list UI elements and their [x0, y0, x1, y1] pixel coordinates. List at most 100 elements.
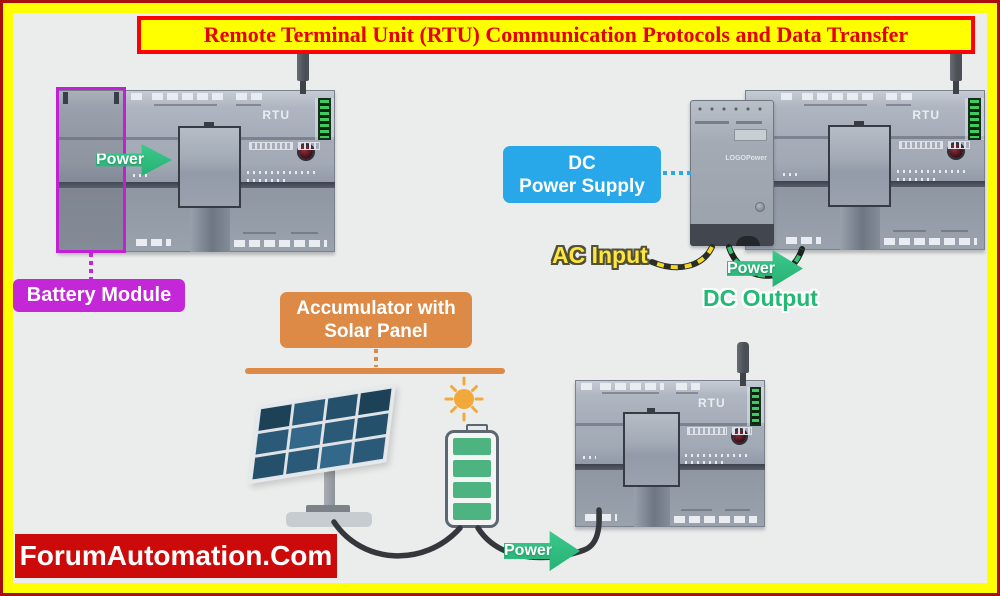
terminal-label-strip — [135, 238, 172, 246]
green-connector-icon — [318, 98, 331, 141]
terminal-dots — [133, 174, 149, 178]
solar-panel-pole — [324, 462, 335, 510]
terminal-label-strip — [236, 93, 264, 101]
device-label: RTU — [697, 396, 726, 411]
battery-callout-dotted-line — [89, 253, 93, 280]
center-pillar — [840, 206, 880, 250]
solar-cell — [291, 399, 325, 426]
solar-cell — [288, 423, 322, 450]
antenna-icon — [737, 342, 749, 386]
antenna-icon — [297, 50, 309, 94]
center-panel — [622, 408, 680, 488]
rtu-device-bottom: RTU — [575, 342, 765, 527]
terminal-label-strip — [234, 240, 327, 248]
io-connector-row — [687, 427, 752, 436]
terminal-label-strip — [675, 382, 701, 390]
dc-supply-callout-dotted-line — [663, 171, 693, 175]
terminal-caption — [804, 103, 868, 106]
terminal-caption — [601, 392, 659, 395]
green-connector-icon — [749, 387, 762, 426]
accumulator-callout-dotted-line — [374, 349, 378, 367]
terminal-label-strip — [886, 93, 914, 101]
terminal-label-strip — [599, 382, 665, 390]
solar-cell — [355, 412, 389, 440]
page-title: Remote Terminal Unit (RTU) Communication… — [203, 22, 909, 47]
terminal-label-strip — [884, 238, 977, 246]
terminal-dots — [246, 171, 319, 174]
io-connector-row — [898, 141, 971, 150]
ac-input-label: AC Input — [552, 242, 648, 268]
terminal-dots — [896, 170, 969, 173]
psu-caption — [695, 121, 729, 124]
terminal-dots — [685, 460, 724, 464]
terminal-caption — [681, 508, 712, 511]
solar-panel-icon — [248, 383, 396, 485]
battery-module-outline — [56, 87, 126, 253]
solar-cell — [285, 447, 319, 475]
accumulator-label-line1: Accumulator with — [296, 298, 456, 319]
terminal-label-strip — [580, 382, 594, 390]
terminal-label-strip — [131, 93, 146, 101]
ac-cable-stripes — [651, 246, 714, 270]
terminal-dots — [582, 456, 596, 460]
center-panel — [827, 121, 891, 207]
solar-cell — [358, 388, 392, 415]
rtu-core: RTU — [775, 90, 985, 250]
io-connector-row — [248, 141, 321, 150]
rtu-core: RTU — [575, 380, 765, 527]
terminal-caption — [886, 103, 912, 106]
cable-line — [331, 519, 463, 559]
rtu-device-top-left: RTU — [56, 50, 335, 253]
watermark-text: ForumAutomation.Com — [19, 540, 333, 571]
terminal-caption — [725, 508, 750, 511]
terminal-dots — [685, 453, 750, 457]
power-arrow-label: Power — [504, 542, 553, 559]
terminal-label-strip — [781, 93, 796, 101]
dc-power-supply-label-line1: DC — [568, 152, 596, 174]
device-label: RTU — [912, 107, 941, 122]
solar-cell — [319, 442, 353, 469]
battery-cell — [453, 438, 491, 455]
accumulator-tag: Accumulator with Solar Panel — [280, 292, 472, 348]
battery-icon — [445, 430, 499, 528]
psu-plate — [734, 129, 767, 141]
terminal-label-strip — [673, 515, 758, 523]
solar-cell — [252, 453, 286, 480]
terminal-caption — [154, 103, 218, 106]
terminal-dots — [246, 179, 289, 183]
device-label: RTU — [262, 107, 291, 122]
terminal-label-strip — [152, 93, 224, 101]
psu-base — [690, 224, 774, 246]
rtu-core: RTU — [125, 90, 335, 252]
title-banner: Remote Terminal Unit (RTU) Communication… — [137, 16, 975, 54]
sun-icon — [444, 376, 484, 422]
terminal-caption — [236, 103, 262, 106]
terminal-caption — [242, 232, 277, 235]
dc-power-supply-tag: DC Power Supply — [503, 146, 661, 203]
terminal-caption — [290, 232, 319, 235]
psu-indicator-icon — [755, 202, 765, 212]
center-pillar — [190, 208, 230, 252]
center-pillar — [633, 487, 670, 527]
psu-label: LOGOPower — [725, 155, 767, 162]
rtu-device-top-right: RTU — [745, 50, 985, 250]
terminal-label-strip — [584, 514, 617, 522]
accumulator-underline — [245, 368, 505, 374]
solar-cell — [325, 393, 359, 420]
accumulator-label-line2: Solar Panel — [324, 321, 428, 342]
center-panel — [177, 121, 241, 209]
terminal-label-strip — [802, 93, 874, 101]
solar-cell — [322, 418, 356, 445]
solar-panel-base — [286, 512, 372, 527]
dc-power-supply-label-line2: Power Supply — [519, 175, 645, 197]
terminal-caption — [892, 230, 927, 233]
solar-cell — [255, 428, 289, 455]
power-arrow-icon: Power — [727, 250, 803, 287]
dc-output-label: DC Output — [703, 285, 818, 311]
battery-module-tag: Battery Module — [13, 279, 185, 312]
solar-panel-base — [306, 505, 350, 514]
power-arrow-label: Power — [96, 151, 145, 168]
battery-cell — [453, 503, 491, 520]
battery-cell — [453, 481, 491, 499]
